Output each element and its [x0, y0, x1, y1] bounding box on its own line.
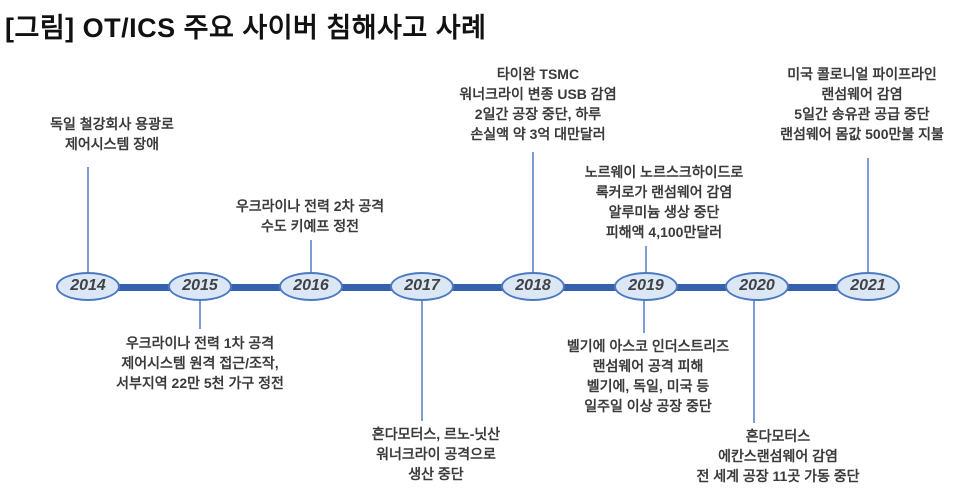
- annotation-line: 2일간 공장 중단, 하루: [474, 106, 602, 122]
- annotation-line: 5일간 송유관 공급 중단: [794, 106, 930, 122]
- timeline-node-2019: 2019: [614, 272, 678, 301]
- year-label: 2017: [404, 276, 440, 294]
- year-label: 2018: [515, 276, 551, 294]
- timeline-node-2017: 2017: [390, 272, 454, 301]
- timeline-node-2018: 2018: [501, 272, 565, 301]
- annotation-line: 알루미늄 생상 중단: [608, 204, 720, 220]
- connector-2019-above: [645, 246, 647, 276]
- page-title: [그림] OT/ICS 주요 사이버 침해사고 사례: [5, 13, 487, 43]
- annotation-line: 미국 콜로니얼 파이프라인: [787, 66, 937, 82]
- annotation-line: 우크라이나 전력 2차 공격: [235, 198, 385, 214]
- annotation-line: 전 세계 공장 11곳 가동 중단: [696, 468, 860, 484]
- annotation-line: 우크라이나 전력 1차 공격: [125, 335, 275, 351]
- annotation-line: 혼다모터스, 르노-닛산: [371, 426, 501, 442]
- year-label: 2014: [70, 276, 106, 294]
- connector-2021-above: [867, 158, 869, 276]
- annotation-line: 에칸스랜섬웨어 감염: [718, 448, 838, 464]
- annotation-line: 서부지역 22만 5천 가구 정전: [116, 375, 284, 391]
- annotation-line: 혼다모터스: [745, 428, 811, 444]
- annotation-line: 워너크라이 공격으로: [376, 446, 496, 462]
- annotation-line: 제어시스템 장애: [64, 136, 160, 152]
- connector-2015-below: [199, 298, 201, 329]
- annotation-line: 일주일 이상 공장 중단: [584, 398, 712, 414]
- connector-2019-below: [643, 298, 645, 333]
- annotation-line: 랜섬웨어 감염: [821, 86, 903, 102]
- annotation-line: 독일 철강회사 용광로: [50, 116, 174, 132]
- year-label: 2016: [293, 276, 329, 294]
- year-label: 2020: [739, 276, 775, 294]
- timeline-node-2015: 2015: [168, 272, 232, 301]
- annotation-line: 워너크라이 변종 USB 감염: [459, 86, 617, 102]
- annotation-line: 수도 키예프 정전: [261, 218, 359, 234]
- annotation-line: 타이완 TSMC: [496, 66, 580, 82]
- annotation-line: 노르웨이 노르스크하이드로: [584, 164, 744, 180]
- annotation-line: 피해액 4,100만달러: [605, 224, 723, 240]
- year-label: 2015: [182, 276, 218, 294]
- connector-2014-above: [87, 167, 89, 276]
- annotation-line: 벨기에, 독일, 미국 등: [586, 378, 710, 394]
- annotation-line: 벨기에 아스코 인더스트리즈: [566, 338, 730, 354]
- annotation-line: 록커로가 랜섬웨어 감염: [595, 184, 733, 200]
- timeline-node-2020: 2020: [725, 272, 789, 301]
- timeline-node-2016: 2016: [279, 272, 343, 301]
- year-label: 2021: [850, 276, 886, 294]
- timeline-node-2021: 2021: [836, 272, 900, 301]
- connector-2016-above: [310, 240, 312, 276]
- year-label: 2019: [628, 276, 664, 294]
- connector-2017-below: [421, 298, 423, 421]
- annotation-line: 랜섬웨어 공격 피해: [592, 358, 704, 374]
- connector-2018-above: [532, 152, 534, 276]
- annotation-line: 손실액 약 3억 대만달러: [470, 126, 606, 142]
- timeline-node-2014: 2014: [56, 272, 120, 301]
- connector-2020-below: [753, 298, 755, 423]
- annotation-line: 제어시스템 원격 접근/조작,: [121, 355, 279, 371]
- timeline-axis: [88, 284, 868, 291]
- annotation-line: 생산 중단: [408, 466, 464, 482]
- annotation-line: 랜섬웨어 몸값 500만불 지불: [780, 126, 944, 142]
